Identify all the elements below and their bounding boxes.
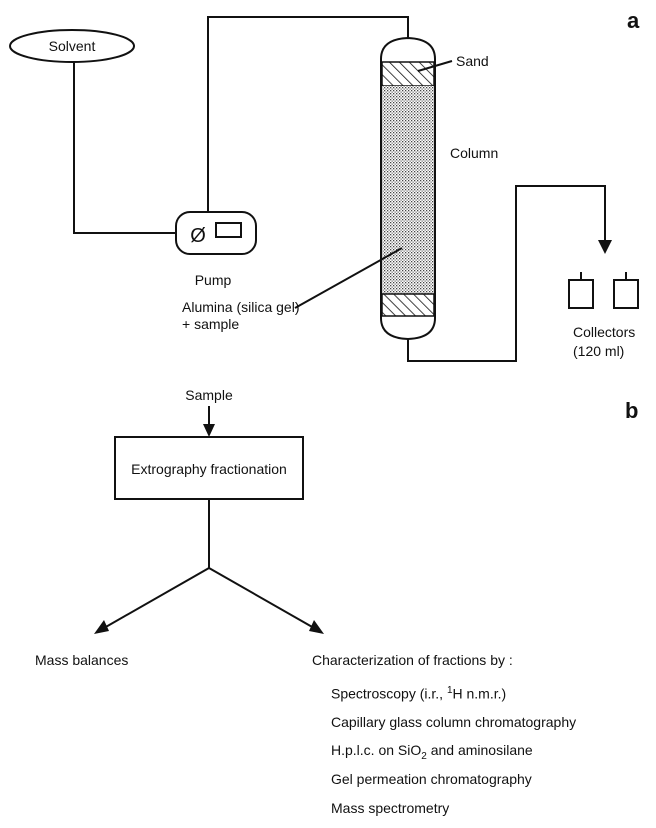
sample-label: Sample — [185, 387, 233, 403]
right-branch-arrowhead — [309, 620, 324, 634]
outlet-tubing — [407, 185, 606, 362]
column — [380, 36, 436, 341]
collector-vessel-1 — [568, 279, 594, 309]
pump-display — [215, 222, 242, 238]
sand-label: Sand — [456, 53, 489, 69]
right-branch-line — [208, 567, 315, 629]
collectors — [568, 272, 639, 309]
method-capillary: Capillary glass column chromatography — [331, 714, 577, 730]
alumina-pointer — [294, 247, 403, 309]
pump-label: Pump — [195, 272, 232, 288]
sample-arrowhead — [203, 424, 215, 437]
pump-to-column-tubing — [207, 16, 409, 212]
pump-symbol: Ø — [190, 225, 206, 247]
alumina-label-line1: Alumina (silica gel) — [182, 299, 299, 315]
panel-b-letter: b — [625, 398, 638, 423]
panel-a-letter: a — [627, 8, 640, 33]
mass-balances-label: Mass balances — [35, 652, 128, 668]
alumina-packing — [382, 86, 434, 294]
collector-vessel-2 — [613, 279, 639, 309]
collectors-label-line2: (120 ml) — [573, 343, 624, 359]
hplc-rest-text: and aminosilane — [426, 742, 533, 758]
solvent-tubing — [73, 62, 176, 234]
method-hplc: H.p.l.c. on SiO2 and aminosilane — [331, 742, 533, 762]
extrography-box-label: Extrography fractionation — [131, 461, 287, 477]
extrography-box — [114, 436, 304, 500]
method-mass-spectrometry: Mass spectrometry — [331, 800, 450, 816]
outlet-arrowhead — [598, 240, 612, 254]
method-spectroscopy: Spectroscopy (i.r., 1H n.m.r.) — [331, 685, 506, 702]
alumina-label-line2: + sample — [182, 316, 239, 332]
collectors-label-line1: Collectors — [573, 324, 635, 340]
method-gel-permeation: Gel permeation chromatography — [331, 771, 532, 787]
solvent-reservoir — [9, 29, 135, 63]
left-branch-line — [103, 567, 210, 629]
hplc-subscript: 2 — [421, 750, 427, 762]
spectroscopy-text: Spectroscopy (i.r., — [331, 685, 447, 702]
left-branch-arrowhead — [94, 620, 109, 634]
sand-pointer — [417, 60, 453, 72]
bottom-sand-layer — [381, 293, 435, 317]
spectroscopy-superscript: 1 — [446, 685, 453, 696]
solvent-label: Solvent — [49, 38, 96, 54]
hplc-text: H.p.l.c. on SiO — [331, 742, 422, 758]
characterization-label: Characterization of fractions by : — [312, 652, 513, 668]
spectroscopy-nmr-text: H n.m.r.) — [452, 685, 507, 702]
top-sand-layer — [381, 61, 435, 87]
column-label: Column — [450, 145, 498, 161]
